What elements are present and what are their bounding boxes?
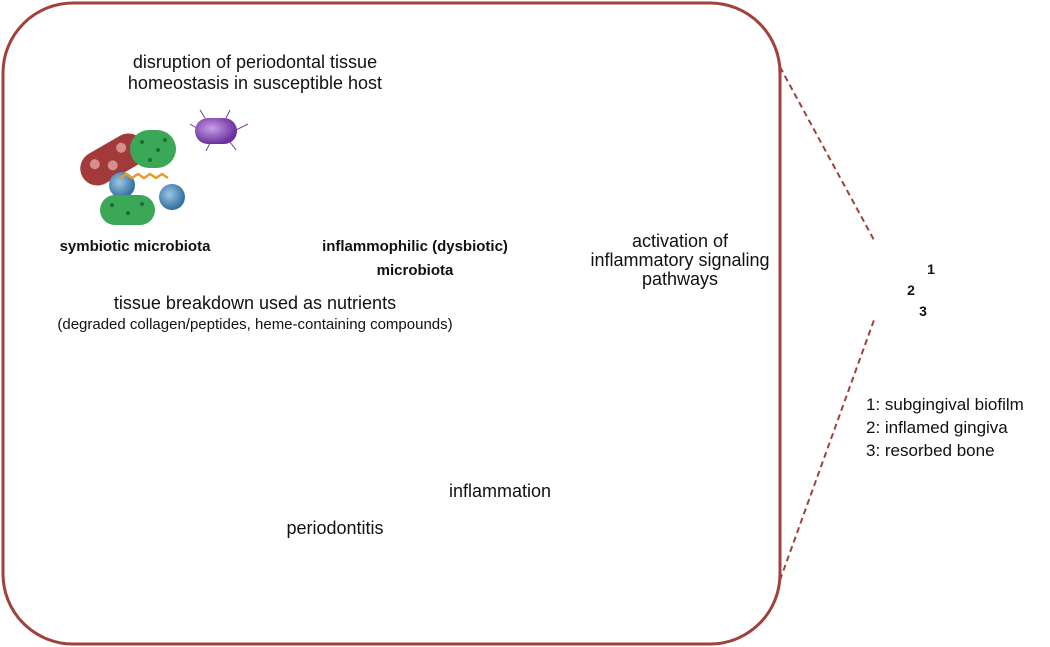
activation-label-line1: activation of — [631, 231, 729, 251]
breakdown-label-line2: (degraded collagen/peptides, heme-contai… — [57, 316, 453, 333]
disruption-label-line2: homeostasis in susceptible host — [127, 73, 383, 93]
activation-label: activation of inflammatory signaling pat… — [555, 232, 805, 289]
dysbiotic-microbiota-label: inflammophilic (dysbiotic) microbiota — [300, 238, 530, 280]
dysbiotic-label-line2: microbiota — [376, 262, 454, 279]
tooth-marker-2: 2 — [907, 282, 915, 298]
disruption-label: disruption of periodontal tissue homeost… — [90, 52, 420, 94]
tooth-legend: 1: subgingival biofilm 2: inflamed gingi… — [866, 393, 1046, 462]
zoom-connector-lines — [779, 66, 875, 581]
breakdown-label: tissue breakdown used as nutrients (degr… — [20, 293, 490, 334]
inflammation-label: inflammation — [448, 481, 552, 501]
symbiotic-microbiota-label: symbiotic microbiota — [59, 238, 211, 255]
legend-item-gingiva: 2: inflamed gingiva — [866, 418, 1008, 437]
breakdown-label-line1: tissue breakdown used as nutrients — [113, 293, 397, 313]
activation-label-line2: inflammatory signaling — [590, 250, 770, 270]
cycle-frame — [1, 1, 782, 646]
tooth-marker-1: 1 — [927, 261, 935, 277]
dysbiotic-label-line1: inflammophilic (dysbiotic) — [322, 238, 508, 255]
legend-item-bone: 3: resorbed bone — [866, 441, 995, 460]
legend-item-biofilm: 1: subgingival biofilm — [866, 395, 1024, 414]
disruption-label-line1: disruption of periodontal tissue — [132, 52, 378, 72]
periodontitis-label: periodontitis — [286, 518, 384, 538]
tooth-marker-3: 3 — [919, 303, 927, 319]
activation-label-line3: pathways — [641, 269, 719, 289]
symbiotic-microbiota-illustration — [80, 109, 249, 225]
